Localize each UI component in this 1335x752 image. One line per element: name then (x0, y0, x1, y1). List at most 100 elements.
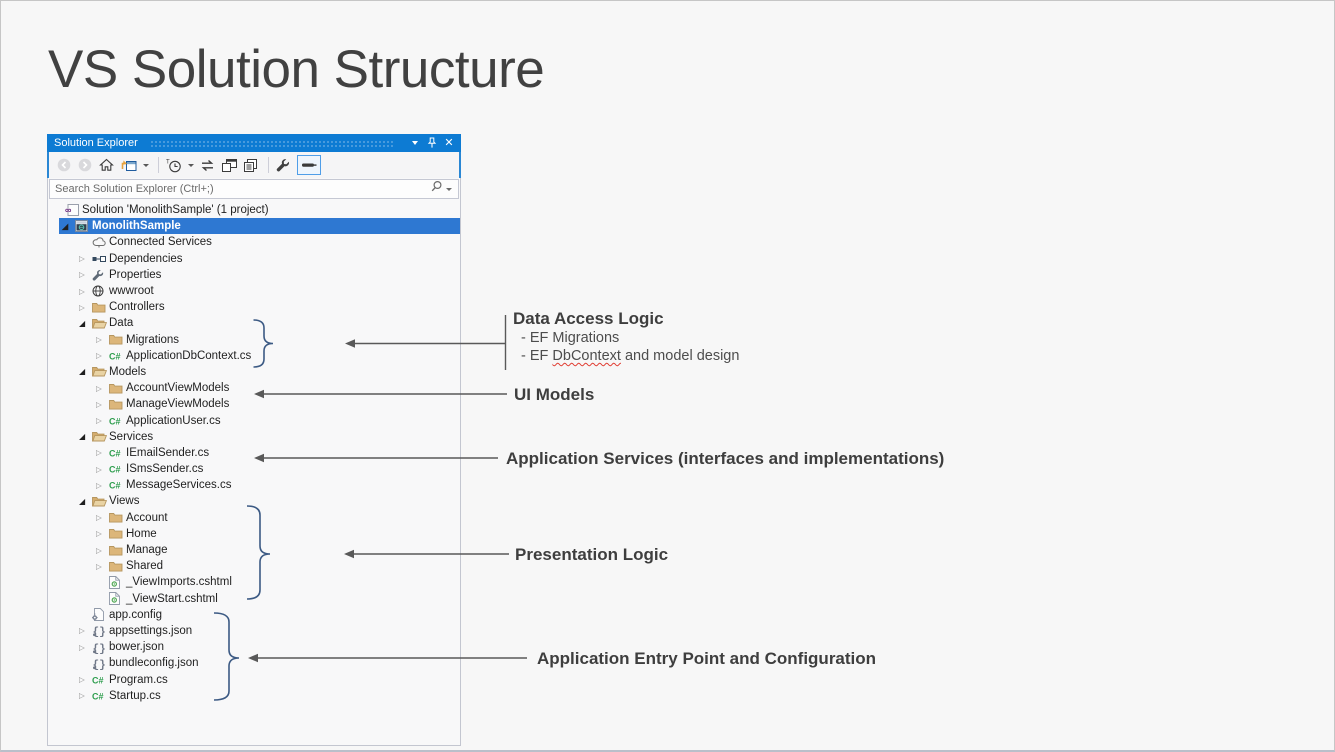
search-icon[interactable] (430, 180, 443, 198)
expander-collapsed-icon[interactable]: ▷ (79, 626, 85, 636)
tree-item-label: _ViewStart.cshtml (126, 592, 218, 605)
expander-collapsed-icon[interactable]: ▷ (96, 480, 102, 490)
csharp-icon: C# (109, 480, 126, 491)
sync-icon[interactable] (198, 155, 217, 175)
tree-row[interactable]: _ViewImports.cshtml (49, 574, 460, 590)
tree-row[interactable]: ▷Dependencies (49, 251, 460, 267)
expander-collapsed-icon[interactable]: ▷ (96, 545, 102, 555)
toolbar-separator (158, 157, 159, 173)
tree-row[interactable]: ▷Home (49, 526, 460, 542)
tree-row[interactable]: ▷ManageViewModels (49, 396, 460, 412)
expander-collapsed-icon[interactable]: ▷ (79, 286, 85, 296)
tree-row[interactable]: ▷Shared (49, 558, 460, 574)
tree-item-label: ApplicationUser.cs (126, 414, 221, 427)
tree-row[interactable]: ▷Properties (49, 267, 460, 283)
tree-row[interactable]: ▷ Controllers (49, 299, 460, 315)
dependencies-icon (92, 254, 109, 264)
folder-closed-icon (92, 302, 109, 313)
expander-expanded-icon[interactable]: ◢ (79, 318, 86, 328)
tree-row[interactable]: ▷ C#MessageServices.cs (49, 477, 460, 493)
close-icon[interactable]: ✕ (444, 137, 454, 149)
tree-row[interactable]: {}bundleconfig.json (49, 655, 460, 671)
expander-collapsed-icon[interactable]: ▷ (96, 448, 102, 458)
expander-collapsed-icon[interactable]: ▷ (96, 383, 102, 393)
tree-row[interactable]: ▷wwwroot (49, 283, 460, 299)
tree-row[interactable]: ◢Models (49, 364, 460, 380)
expander-collapsed-icon[interactable]: ▷ (96, 351, 102, 361)
expander-collapsed-icon[interactable]: ▷ (79, 302, 85, 312)
search-placeholder: Search Solution Explorer (Ctrl+;) (55, 183, 214, 195)
wrench-icon[interactable] (274, 155, 292, 175)
expander-collapsed-icon[interactable]: ▷ (79, 270, 85, 280)
tree-item-label: app.config (109, 608, 163, 621)
expander-collapsed-icon[interactable]: ▷ (96, 335, 102, 345)
svg-text:C#: C# (92, 675, 104, 685)
svg-text:{}: {} (93, 659, 106, 670)
tree-row[interactable]: ▷C#ISmsSender.cs (49, 461, 460, 477)
tree-row[interactable]: Connected Services (49, 234, 460, 250)
tree-row[interactable]: ∞Solution 'MonolithSample' (1 project) (49, 202, 460, 218)
csharp-icon: C# (109, 448, 126, 458)
tree-row[interactable]: ▷C#ApplicationDbContext.cs (49, 348, 460, 364)
json-icon: {} (92, 624, 109, 638)
tree-row[interactable]: ◢Services (49, 429, 460, 445)
expander-expanded-icon[interactable]: ◢ (79, 432, 86, 442)
tree-row[interactable]: ▷{}appsettings.json (49, 623, 460, 639)
tree-row[interactable]: ◢Data (49, 315, 460, 331)
window-position-caret-icon[interactable] (408, 136, 422, 150)
tree-row[interactable]: ◢Views (49, 493, 460, 509)
expander-expanded-icon[interactable]: ◢ (79, 367, 86, 377)
expander-collapsed-icon[interactable]: ▷ (96, 561, 102, 571)
home-icon[interactable] (97, 155, 116, 175)
tree-row[interactable]: ◢MonolithSample (49, 218, 460, 235)
tree-row[interactable]: ▷AccountViewModels (49, 380, 460, 396)
forward-icon[interactable] (76, 155, 94, 175)
pending-changes-caret-icon[interactable] (188, 163, 194, 167)
expander-collapsed-icon[interactable]: ▷ (96, 399, 102, 409)
preview-selected-items-icon[interactable] (297, 155, 321, 175)
tree-row[interactable]: ▷Account (49, 510, 460, 526)
expander-collapsed-icon[interactable]: ▷ (79, 675, 85, 685)
expander-collapsed-icon[interactable]: ▷ (79, 642, 85, 652)
tree-row[interactable]: ▷Manage (49, 542, 460, 558)
collapse-all-icon[interactable] (119, 155, 139, 175)
annotation-entry-point: Application Entry Point and Configuratio… (537, 649, 876, 669)
panel-titlebar[interactable]: Solution Explorer ✕ (47, 134, 461, 152)
tree-row[interactable]: ▷C#Program.cs (49, 671, 460, 687)
collapse-all-caret-icon[interactable] (143, 163, 149, 167)
tree-row[interactable]: ▷C#IEmailSender.cs (49, 445, 460, 461)
tree-item-label: Startup.cs (109, 689, 161, 702)
pin-icon[interactable] (425, 136, 439, 150)
expander-collapsed-icon[interactable]: ▷ (96, 529, 102, 539)
tree-row[interactable]: ▷C#Startup.cs (49, 688, 460, 704)
back-icon[interactable] (55, 155, 73, 175)
cshtml-icon (109, 575, 126, 589)
copy-documents-icon[interactable] (242, 155, 260, 175)
tree-row[interactable]: ▷{}bower.json (49, 639, 460, 655)
tree-item-label: Controllers (109, 301, 165, 314)
expander-collapsed-icon[interactable]: ▷ (79, 691, 85, 701)
csharp-icon: C# (109, 464, 126, 475)
expander-expanded-icon[interactable]: ◢ (79, 496, 86, 506)
project-icon (75, 220, 92, 233)
pending-changes-filter-icon[interactable]: T (164, 155, 184, 175)
search-input[interactable]: Search Solution Explorer (Ctrl+;) (49, 179, 459, 199)
expander-collapsed-icon[interactable]: ▷ (96, 464, 102, 474)
folder-closed-icon (109, 512, 126, 523)
search-options-caret-icon[interactable] (446, 187, 452, 191)
tree-row[interactable]: ▷C#ApplicationUser.cs (49, 412, 460, 428)
properties-window-icon[interactable] (220, 155, 239, 175)
tree-row[interactable]: app.config (49, 607, 460, 623)
solution-tree: ∞Solution 'MonolithSample' (1 project)◢M… (49, 202, 460, 704)
expander-expanded-icon[interactable]: ◢ (62, 221, 69, 231)
tree-row[interactable]: _ViewStart.cshtml (49, 591, 460, 607)
expander-collapsed-icon[interactable]: ▷ (96, 513, 102, 523)
expander-collapsed-icon[interactable]: ▷ (96, 416, 102, 426)
tree-row[interactable]: ▷ Migrations (49, 332, 460, 348)
svg-text:C#: C# (109, 465, 121, 475)
tree-item-label: MessageServices.cs (126, 479, 232, 492)
tree-item-label: Migrations (126, 333, 180, 346)
expander-collapsed-icon[interactable]: ▷ (79, 254, 85, 264)
folder-open-icon (92, 318, 109, 329)
